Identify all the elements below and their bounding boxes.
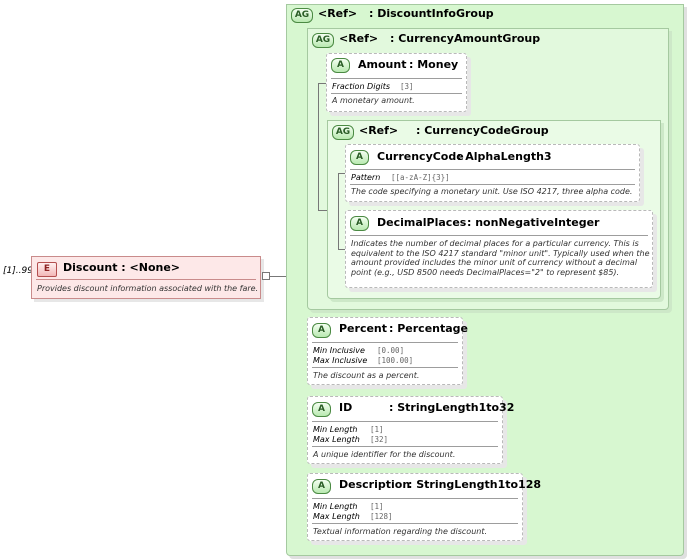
amount-separator	[331, 78, 462, 79]
currency-amount-group-badge: AG	[312, 33, 334, 48]
cag-branch-amount	[318, 83, 328, 84]
connector-line	[270, 276, 297, 277]
currency-code-name: CurrencyCode	[377, 150, 464, 163]
percent-type: : Percentage	[389, 322, 469, 335]
currency-code-group-ref: <Ref>	[359, 124, 399, 137]
currency-code-facet-label: Pattern	[351, 173, 381, 182]
element-name: Discount : <None>	[63, 261, 180, 274]
discount-info-group-name: : DiscountInfoGroup	[369, 7, 494, 20]
element-type: : <None>	[121, 261, 181, 274]
currency-amount-group-name: : CurrencyAmountGroup	[390, 32, 541, 45]
id-name: ID	[339, 401, 353, 414]
id-separator	[312, 421, 498, 422]
currency-code-group-name: : CurrencyCodeGroup	[416, 124, 549, 137]
currency-code-type: : AlphaLength3	[457, 150, 552, 163]
percent-facet-value: [0.00]	[377, 346, 405, 355]
amount-type: : Money	[409, 58, 459, 71]
percent-name: Percent	[339, 322, 388, 335]
id-facet-label: Min Length	[313, 425, 358, 434]
id-type: : StringLength1to32	[389, 401, 515, 414]
element-badge: E	[37, 262, 57, 277]
amount-name: Amount	[358, 58, 407, 71]
amount-facet-value: [3]	[400, 82, 414, 91]
description-facet-value: [1]	[370, 502, 384, 511]
currency-code-attribute[interactable]: A CurrencyCode : AlphaLength3 Pattern [[…	[345, 144, 640, 202]
element-separator	[36, 279, 256, 280]
description-facet-label: Max Length	[313, 512, 360, 521]
percent-facet-value: [100.00]	[377, 356, 414, 365]
decimal-places-doc-line: Indicates the number of decimal places f…	[351, 239, 639, 248]
discount-element[interactable]: E Discount : <None> Provides discount in…	[31, 256, 261, 299]
element-doc: Provides discount information associated…	[37, 284, 259, 293]
ccg-branch-decimals	[338, 249, 347, 250]
decimal-places-attribute[interactable]: A DecimalPlaces : nonNegativeInteger Ind…	[345, 210, 653, 288]
ccg-branch-code	[338, 173, 347, 174]
amount-badge: A	[331, 58, 350, 73]
description-separator	[312, 498, 518, 499]
discount-info-group-badge: AG	[291, 8, 313, 23]
amount-facet-label: Fraction Digits	[332, 82, 391, 91]
description-facet-label: Min Length	[313, 502, 358, 511]
percent-facet-label: Min Inclusive	[313, 346, 365, 355]
amount-separator-2	[331, 93, 462, 94]
decimal-places-type: : nonNegativeInteger	[467, 216, 600, 229]
description-attribute[interactable]: A Description : StringLength1to128 Min L…	[307, 473, 541, 541]
decimal-places-doc-line: point (e.g., USD 8500 needs DecimalPlace…	[351, 267, 620, 277]
ccg-trunk	[338, 173, 339, 249]
description-type: : StringLength1to128	[408, 478, 542, 491]
currency-code-group-badge: AG	[332, 125, 354, 140]
description-name: Description	[339, 478, 411, 491]
id-facet-value: [1]	[370, 425, 384, 434]
decimal-places-badge: A	[350, 216, 369, 231]
id-attribute[interactable]: A ID : StringLength1to32 Min Length [1] …	[307, 396, 514, 464]
description-badge: A	[312, 479, 331, 494]
currency-code-facet-value: [[a-zA-Z]{3}]	[391, 173, 450, 182]
decimal-places-doc-line: equivalent to the ISO 4217 standard "min…	[351, 248, 650, 258]
amount-attribute[interactable]: A Amount : Money Fraction Digits [3] A m…	[326, 53, 467, 112]
cag-branch-ccg	[318, 210, 328, 211]
currency-code-separator	[350, 169, 635, 170]
decimal-places-doc-line: amount provided includes the minor unit …	[351, 258, 638, 267]
description-facet-value: [128]	[370, 512, 393, 521]
cag-trunk	[318, 83, 319, 210]
sequence-connector-icon[interactable]	[262, 272, 270, 280]
decimal-places-name: DecimalPlaces	[377, 216, 467, 229]
percent-separator	[312, 342, 458, 343]
decimal-places-separator	[350, 235, 648, 236]
currency-code-separator-2	[350, 184, 635, 185]
element-name-text: Discount	[63, 261, 118, 274]
decimal-places-doc: Indicates the number of decimal places f…	[351, 239, 649, 277]
description-separator-2	[312, 523, 518, 524]
amount-doc: A monetary amount.	[332, 96, 415, 105]
id-doc: A unique identifier for the discount.	[313, 450, 456, 459]
discount-info-group-ref: <Ref>	[318, 7, 358, 20]
description-doc: Textual information regarding the discou…	[313, 527, 488, 536]
id-separator-2	[312, 446, 498, 447]
currency-code-badge: A	[350, 150, 369, 165]
currency-amount-group-ref: <Ref>	[339, 32, 379, 45]
percent-separator-2	[312, 367, 458, 368]
percent-badge: A	[312, 323, 331, 338]
percent-facet-label: Max Inclusive	[313, 356, 368, 365]
id-badge: A	[312, 402, 331, 417]
id-facet-value: [32]	[370, 435, 389, 444]
percent-attribute[interactable]: A Percent : Percentage Min Inclusive [0.…	[307, 317, 468, 385]
id-facet-label: Max Length	[313, 435, 360, 444]
percent-doc: The discount as a percent.	[313, 371, 420, 380]
occurrence-label: [1]..99	[3, 266, 33, 276]
currency-code-doc: The code specifying a monetary unit. Use…	[351, 187, 633, 196]
